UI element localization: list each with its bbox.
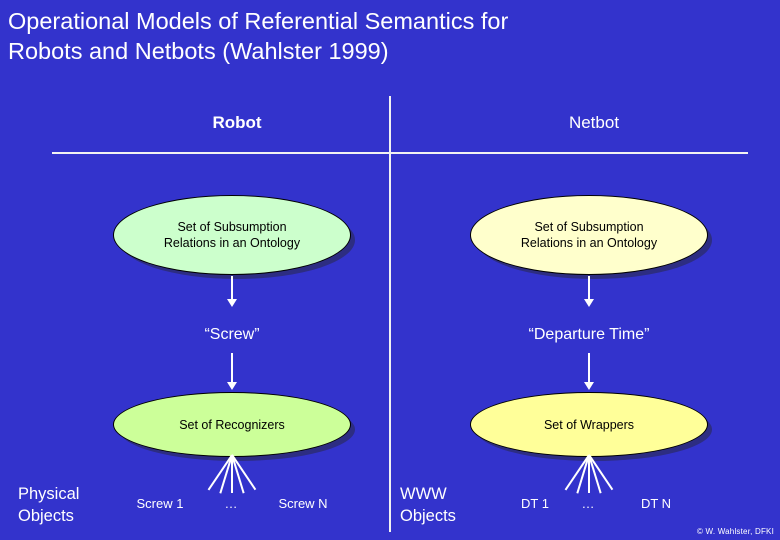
leaf-label-dt-n: DT N [640,496,672,511]
node-netbot-wrappers: Set of Wrappers [470,392,708,457]
label-physical-objects: Physical Objects [18,485,80,525]
arrow-shaft [231,276,233,300]
column-divider-vertical [389,96,391,532]
leaf-label-screw-1: Screw 1 [136,496,184,511]
arrow-netbot-ontology-to-term [582,276,596,308]
fan-line [588,454,613,491]
arrow-shaft [588,276,590,300]
arrow-head [227,299,237,307]
fan-line [207,454,233,491]
leaf-label-dt-1: DT 1 [521,496,549,511]
arrow-head [227,382,237,390]
node-robot-recognizers: Set of Recognizers [113,392,351,457]
column-header-netbot: Netbot [568,113,620,132]
node-netbot-ontology: Set of Subsumption Relations in an Ontol… [470,195,708,275]
arrow-head [584,299,594,307]
fan-line [231,454,245,494]
arrow-robot-term-to-recognizers [225,353,239,391]
header-divider-horizontal [52,152,748,154]
fan-line [588,455,590,493]
fan-lines-netbot [499,454,679,494]
label-www-objects: WWW Objects [400,485,456,525]
arrow-head [584,382,594,390]
label-robot-term: “Screw” [204,326,260,343]
fan-line [588,454,602,494]
column-header-robot: Robot [212,113,262,132]
leaf-label-dt-ellipsis: … [581,496,595,511]
slide-title: Operational Models of Referential Semant… [8,8,509,64]
arrow-shaft [588,353,590,383]
arrow-netbot-term-to-wrappers [582,353,596,391]
fan-line [231,454,256,491]
fan-lines-robot [142,454,322,494]
leaf-label-screw-ellipsis: … [224,496,238,511]
node-robot-ontology: Set of Subsumption Relations in an Ontol… [113,195,351,275]
arrow-shaft [231,353,233,383]
label-netbot-term: “Departure Time” [528,326,650,343]
copyright-notice: © W. Wahlster, DFKI [697,527,774,536]
fan-line [564,454,590,491]
arrow-robot-ontology-to-term [225,276,239,308]
leaf-label-screw-n: Screw N [278,496,328,511]
fan-line [231,455,233,493]
